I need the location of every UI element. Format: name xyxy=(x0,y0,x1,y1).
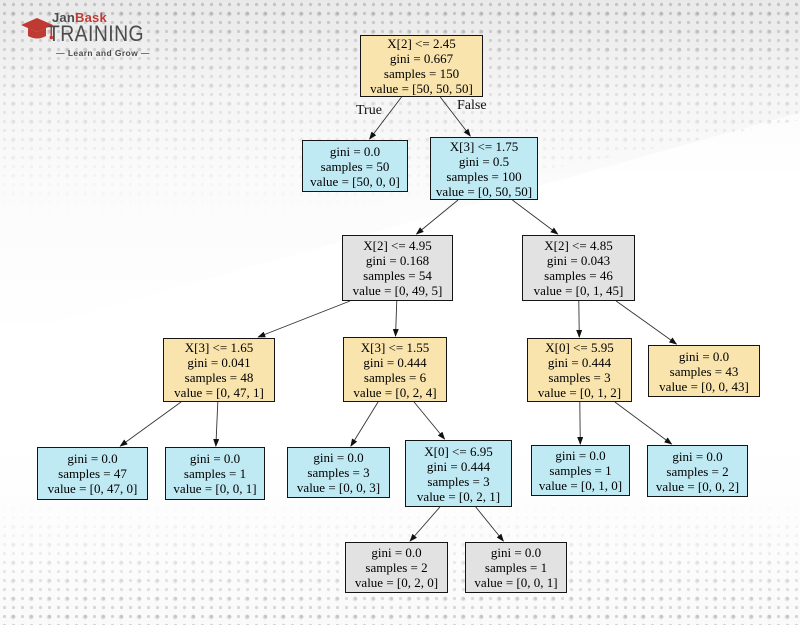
node-text-line: gini = 0.667 xyxy=(389,51,454,66)
node-text-line: gini = 0.041 xyxy=(187,355,251,370)
node-text-line: samples = 150 xyxy=(383,66,460,81)
janbask-logo: JanBask TRAINING — Learn and Grow — xyxy=(14,8,164,60)
logo-tagline: — Learn and Grow — xyxy=(44,48,162,58)
node-text-line: samples = 48 xyxy=(184,370,254,385)
tree-edge-RL-RLR xyxy=(392,300,399,337)
node-text-line: samples = 6 xyxy=(363,369,427,385)
node-text-line: samples = 1 xyxy=(549,463,612,478)
tagline-dash-left: — xyxy=(56,48,66,58)
node-text-line: value = [0, 47, 0] xyxy=(47,481,138,496)
node-text-line: gini = 0.0 xyxy=(555,448,606,463)
node-text-line: gini = 0.0 xyxy=(490,545,542,560)
node-text-line: gini = 0.444 xyxy=(363,354,427,370)
node-text-line: samples = 2 xyxy=(365,560,428,575)
node-text-line: value = [0, 1, 45] xyxy=(533,283,624,298)
node-text-line: X[2] <= 4.95 xyxy=(363,238,432,253)
tree-edge-RLRR-RLRRR xyxy=(475,506,504,542)
node-text-line: X[2] <= 4.85 xyxy=(544,238,613,253)
brand-name: JanBask xyxy=(52,10,107,25)
node-text-line: value = [0, 1, 2] xyxy=(537,385,622,400)
node-text-line: X[0] <= 5.95 xyxy=(545,340,614,355)
node-text-line: gini = 0.0 xyxy=(67,451,118,466)
node-text-line: samples = 3 xyxy=(548,370,611,385)
node-text-line: samples = 50 xyxy=(320,158,390,174)
node-text-line: samples = 43 xyxy=(669,363,739,379)
node-text-line: gini = 0.043 xyxy=(546,253,611,268)
node-text-line: gini = 0.0 xyxy=(672,448,723,464)
node-text-line: value = [0, 0, 43] xyxy=(659,378,749,394)
graduation-cap-icon xyxy=(20,17,54,52)
node-text-line: samples = 47 xyxy=(58,466,127,481)
node-text-line: value = [0, 1, 0] xyxy=(538,478,623,493)
node-text-line: samples = 54 xyxy=(363,268,432,283)
node-text-line: samples = 3 xyxy=(307,465,370,480)
tree-edge-RLRR-RLRRL xyxy=(409,506,441,542)
tree-edge-R-RL xyxy=(415,199,459,235)
node-text-line: value = [0, 2, 0] xyxy=(354,575,439,590)
node-text-line: value = [0, 2, 4] xyxy=(353,384,437,400)
tree-edge-RLL-RLLL xyxy=(119,401,182,447)
node-text-line: value = [0, 2, 1] xyxy=(416,488,501,504)
edge-label-true: True xyxy=(356,103,382,118)
node-text-line: gini = 0.0 xyxy=(678,348,730,364)
node-text-line: gini = 0.444 xyxy=(547,355,612,370)
node-text-line: value = [0, 0, 2] xyxy=(655,478,740,494)
node-text-line: gini = 0.0 xyxy=(313,450,364,465)
node-text-line: value = [0, 0, 3] xyxy=(296,480,381,495)
node-text-line: gini = 0.5 xyxy=(458,153,510,169)
tree-edge-RLR-RLRR xyxy=(413,401,446,440)
node-text-line: X[0] <= 6.95 xyxy=(424,443,493,459)
node-text-line: samples = 3 xyxy=(427,473,490,489)
node-text-line: samples = 46 xyxy=(544,268,613,283)
node-text-line: gini = 0.0 xyxy=(189,451,241,466)
node-text-line: gini = 0.168 xyxy=(365,253,430,268)
brand-name-second: Bask xyxy=(75,10,107,25)
node-text-line: value = [0, 49, 5] xyxy=(352,283,443,298)
node-text-line: samples = 2 xyxy=(666,463,729,479)
node-text-line: value = [0, 0, 1] xyxy=(474,575,558,590)
node-text-line: gini = 0.0 xyxy=(329,143,381,159)
node-text-line: gini = 0.0 xyxy=(371,545,422,560)
tree-edge-RLR-RLRL xyxy=(350,401,379,447)
brand-name-first: Jan xyxy=(52,10,76,25)
training-wordmark: TRAINING xyxy=(48,21,145,46)
node-text-line: gini = 0.444 xyxy=(426,458,491,474)
node-text-line: samples = 100 xyxy=(446,168,522,184)
node-text-line: X[2] <= 2.45 xyxy=(387,36,456,51)
node-text-line: X[3] <= 1.75 xyxy=(449,138,519,154)
tree-edge-RL-RLL xyxy=(257,300,351,338)
node-text-line: samples = 1 xyxy=(484,560,548,575)
node-text-line: value = [0, 47, 1] xyxy=(174,385,264,400)
node-text-line: samples = 1 xyxy=(183,466,247,481)
tree-edge-R-RR xyxy=(512,199,559,235)
tree-edge-RLL-RLLR xyxy=(213,401,220,447)
node-text-line: X[3] <= 1.55 xyxy=(360,339,430,355)
node-text-line: value = [50, 50, 50] xyxy=(370,81,473,96)
node-text-line: value = [0, 50, 50] xyxy=(435,183,533,199)
tree-edge-RRL-RRLR xyxy=(614,401,673,445)
node-text-line: value = [0, 0, 1] xyxy=(173,481,257,496)
edge-label-false: False xyxy=(457,98,487,113)
node-text-line: value = [50, 0, 0] xyxy=(310,173,400,189)
tagline-dash-right: — xyxy=(140,48,150,58)
node-text-line: X[3] <= 1.65 xyxy=(184,340,254,355)
tagline-text: Learn and Grow xyxy=(67,48,139,58)
